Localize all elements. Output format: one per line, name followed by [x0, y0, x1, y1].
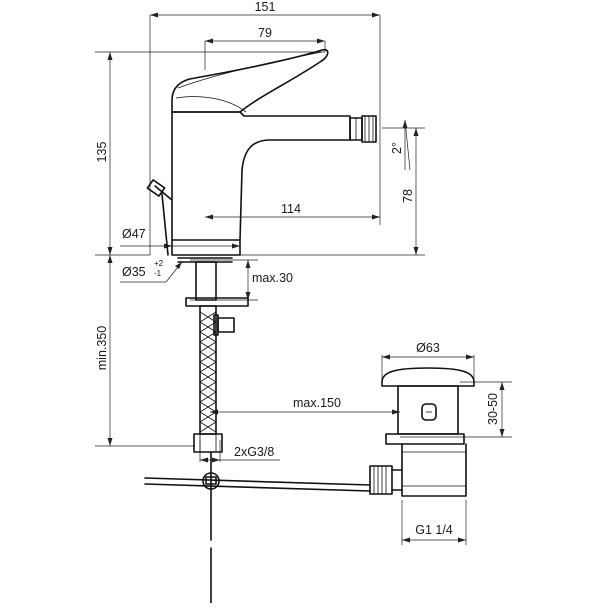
tap-body: [171, 111, 351, 241]
hose-connector: [217, 317, 235, 333]
dimension-labels: 151 79 135 114 78 2° Ø47 Ø35 +2 -1 max.3…: [95, 0, 500, 537]
label-hose-length: min.350: [95, 326, 109, 371]
shank-and-hose: [177, 257, 249, 604]
label-spout-reach: 114: [281, 202, 301, 216]
label-overall-width: 151: [255, 0, 276, 14]
pop-up-knob: [146, 179, 166, 197]
pop-up-linkage: [144, 465, 393, 495]
waste-body: [397, 385, 459, 435]
label-waste-diameter: Ø63: [416, 341, 440, 355]
label-handle-reach: 79: [258, 26, 272, 40]
linkage-clamp: [202, 472, 220, 490]
waste-fitting: [381, 367, 475, 497]
threaded-shank: [195, 261, 217, 301]
label-max-thickness: max.30: [252, 271, 293, 285]
dimension-lines: [95, 12, 512, 545]
label-base-diameter: Ø47: [122, 227, 146, 241]
label-hole-tol-lower: -1: [154, 269, 162, 278]
tap-base: [171, 239, 241, 256]
label-waste-height: 30-50: [486, 393, 500, 425]
label-waste-offset: max.150: [293, 396, 341, 410]
lever-handle: [171, 48, 329, 113]
label-connection-thread: 2xG3/8: [234, 445, 274, 459]
label-waste-thread: G1 1/4: [415, 523, 453, 537]
label-tilt-angle: 2°: [390, 142, 404, 154]
label-spout-height: 78: [401, 189, 415, 203]
hose-nut: [193, 433, 223, 453]
mixer-tap: [146, 48, 377, 256]
waste-nut: [385, 433, 465, 445]
label-hole-diameter: Ø35: [122, 265, 146, 279]
label-hole-tol-upper: +2: [154, 259, 164, 268]
label-height: 135: [95, 142, 109, 163]
waste-cap: [381, 367, 475, 387]
mounting-plate: [185, 297, 249, 307]
waste-coupling: [369, 465, 393, 495]
